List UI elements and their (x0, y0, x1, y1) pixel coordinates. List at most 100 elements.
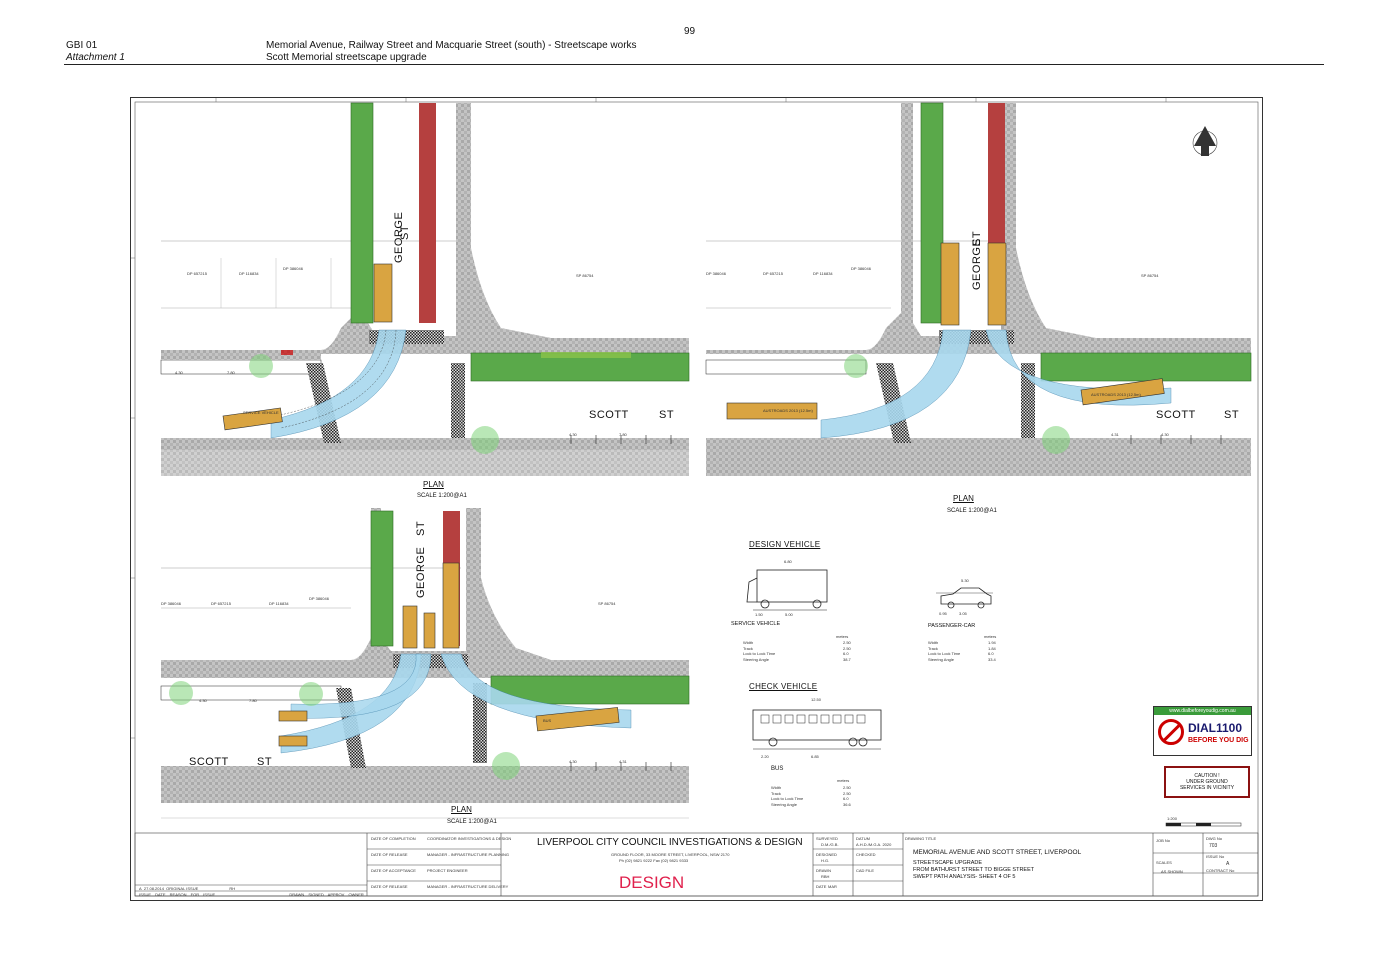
lot-label: DP 657215 (763, 271, 783, 276)
rev-row: A 27.08.2014 ORIGINAL ISSUE RH (139, 886, 236, 891)
dim-label: 7.80 (249, 698, 257, 703)
service-dim: 1.50 (755, 612, 763, 617)
spec-unit: meters (836, 634, 849, 639)
date-label: DATE (816, 884, 827, 889)
doc-title: Memorial Avenue, Railway Street and Macq… (266, 40, 637, 51)
scott-st-suffix-1: ST (659, 409, 675, 421)
scale-bar (1165, 822, 1242, 827)
council-phone: Ph (02) 9821 9222 Fax (02) 9821 9333 (619, 858, 689, 863)
plan-2 (705, 102, 1252, 476)
approval-role: MANAGER - INFRASTRUCTURE DELIVERY (427, 884, 509, 889)
scott-st-label-1: SCOTT (589, 409, 629, 421)
scales-value: AS SHOWN (1161, 869, 1183, 874)
designed-by: H.G. (821, 858, 830, 863)
attachment-label: Attachment 1 (66, 52, 125, 63)
george-st-label-3: GEORGE (415, 546, 427, 598)
datum-value: A.H.D./M.G.A. 2020 (856, 842, 892, 847)
dwg-no: 703 (1209, 843, 1218, 849)
bus-tag: BUS (543, 718, 552, 723)
drawing-title-4: SWEPT PATH ANALYSIS- SHEET 4 OF 5 (913, 874, 1016, 880)
approval-role: COORDINATOR INVESTIGATIONS & DESIGN (427, 836, 512, 841)
council-name: LIVERPOOL CITY COUNCIL INVESTIGATIONS & … (537, 837, 803, 848)
service-vehicle-drawing (746, 569, 828, 611)
dim-label: 7.80 (227, 370, 235, 375)
approval-label: DATE OF RELEASE (371, 852, 408, 857)
lot-label: DP 386046 (851, 266, 871, 271)
bus-dim: 6.85 (811, 754, 819, 759)
approval-role: MANAGER - INFRASTRUCTURE PLANNING (427, 852, 510, 857)
lot-label: DP 657215 (187, 271, 207, 276)
car-spec-unit: meters (984, 634, 997, 639)
lot-label: SP 86754 (598, 601, 616, 606)
datum-label: DATUM (856, 836, 870, 841)
bus-tag: AUSTROADS 2013 (12.5m) (1091, 392, 1141, 397)
caution-box: CAUTION ! UNDER GROUND SERVICES IN VICIN… (1164, 766, 1250, 798)
bus-caption: BUS (771, 766, 784, 772)
service-vehicle-tag: SERVICE VEHICLE (243, 410, 279, 415)
scale-label-3: SCALE 1:200@A1 (447, 819, 497, 825)
lot-label: SP 86754 (576, 273, 594, 278)
drawing-title-2: STREETSCAPE UPGRADE (913, 860, 983, 866)
ref-code: GBI 01 (66, 40, 98, 51)
drawn-by: RBH (821, 874, 830, 879)
surveyed-by: D.M./G.B. (821, 842, 839, 847)
dial-before-you-dig-badge: www.dialbeforeyoudig.com.au DIAL1100 BEF… (1153, 706, 1252, 756)
scale-label-1: SCALE 1:200@A1 (417, 493, 467, 499)
job-no-label: JOB No (1156, 838, 1171, 843)
dwg-no-label: DWG No (1206, 836, 1222, 841)
bus-spec-unit: meters (837, 778, 850, 783)
issue-value: A (1226, 861, 1230, 867)
car-dim: 0.95 (939, 611, 947, 616)
page-number: 99 (684, 26, 696, 37)
dim-label: 4.30 (1161, 432, 1169, 437)
bus-drawing (752, 709, 882, 750)
george-st-suffix-3: ST (415, 520, 427, 536)
lot-label: DP 386046 (283, 266, 303, 271)
lot-label: DP 386046 (706, 271, 726, 276)
header-rule (64, 64, 1324, 65)
approval-label: DATE OF RELEASE (371, 884, 408, 889)
scales-label: SCALES (1156, 860, 1172, 865)
plan-label-3: PLAN (451, 805, 472, 814)
no-dig-icon (1158, 719, 1184, 745)
dim-label: 4.30 (569, 432, 577, 437)
george-st-suffix-2: ST (971, 230, 983, 246)
drawing-title-1: MEMORIAL AVENUE AND SCOTT STREET, LIVERP… (913, 849, 1082, 856)
dim-label: 7.80 (619, 432, 627, 437)
bus-dim: 2.20 (761, 754, 769, 759)
drawing-canvas (131, 98, 1259, 897)
bus-tag: AUSTROADS 2013 (12.5m) (763, 408, 813, 413)
car-dim: 3.05 (959, 611, 967, 616)
lot-label: DP 386046 (161, 601, 181, 606)
car-length: 5.30 (961, 578, 969, 583)
scott-st-suffix-3: ST (257, 756, 273, 768)
design-vehicle-title: DESIGN VEHICLE (749, 540, 821, 549)
drawn-label: DRAWN (816, 868, 831, 873)
lot-label: DP 386046 (309, 596, 329, 601)
council-address: GROUND FLOOR, 33 MOORE STREET, LIVERPOOL… (611, 852, 730, 857)
service-specs: Width Track Lock to Lock Time Steering A… (743, 640, 776, 662)
design-stamp: DESIGN (619, 873, 685, 892)
service-length: 6.80 (784, 559, 792, 564)
title-block-frame (134, 832, 1259, 897)
approval-label: DATE OF COMPLETION (371, 836, 416, 841)
caution-line-2: UNDER GROUND (1186, 779, 1228, 785)
dim-label: 4.31 (619, 759, 627, 764)
rev-headers: ISSUE DATE REASON FOR ISSUE DRAWN SIGNED… (139, 892, 364, 897)
car-spec-values: 1.94 1.84 6.0 33.4 (988, 640, 996, 662)
passenger-car-caption: PASSENGER-CAR (928, 623, 976, 629)
lot-label: DP 116834 (239, 271, 259, 276)
caution-line-1: CAUTION ! (1194, 773, 1220, 779)
bus-length: 12.50 (811, 697, 822, 702)
doc-subtitle: Scott Memorial streetscape upgrade (266, 52, 427, 63)
caution-line-3: SERVICES IN VICINITY (1179, 785, 1235, 791)
issue-label: ISSUE No (1206, 854, 1225, 859)
bus-spec-values: 2.50 2.50 6.0 36.6 (843, 785, 851, 807)
bus-specs: Width Track Lock to Lock Time Steering A… (771, 785, 804, 807)
designed-label: DESIGNED (816, 852, 837, 857)
lot-label: SP 86754 (1141, 273, 1159, 278)
scale-bar-label: 1:200 (1167, 816, 1178, 821)
dim-label: 4.30 (569, 759, 577, 764)
dial-number: DIAL1100 (1188, 721, 1243, 735)
lot-label: DP 116834 (269, 601, 289, 606)
